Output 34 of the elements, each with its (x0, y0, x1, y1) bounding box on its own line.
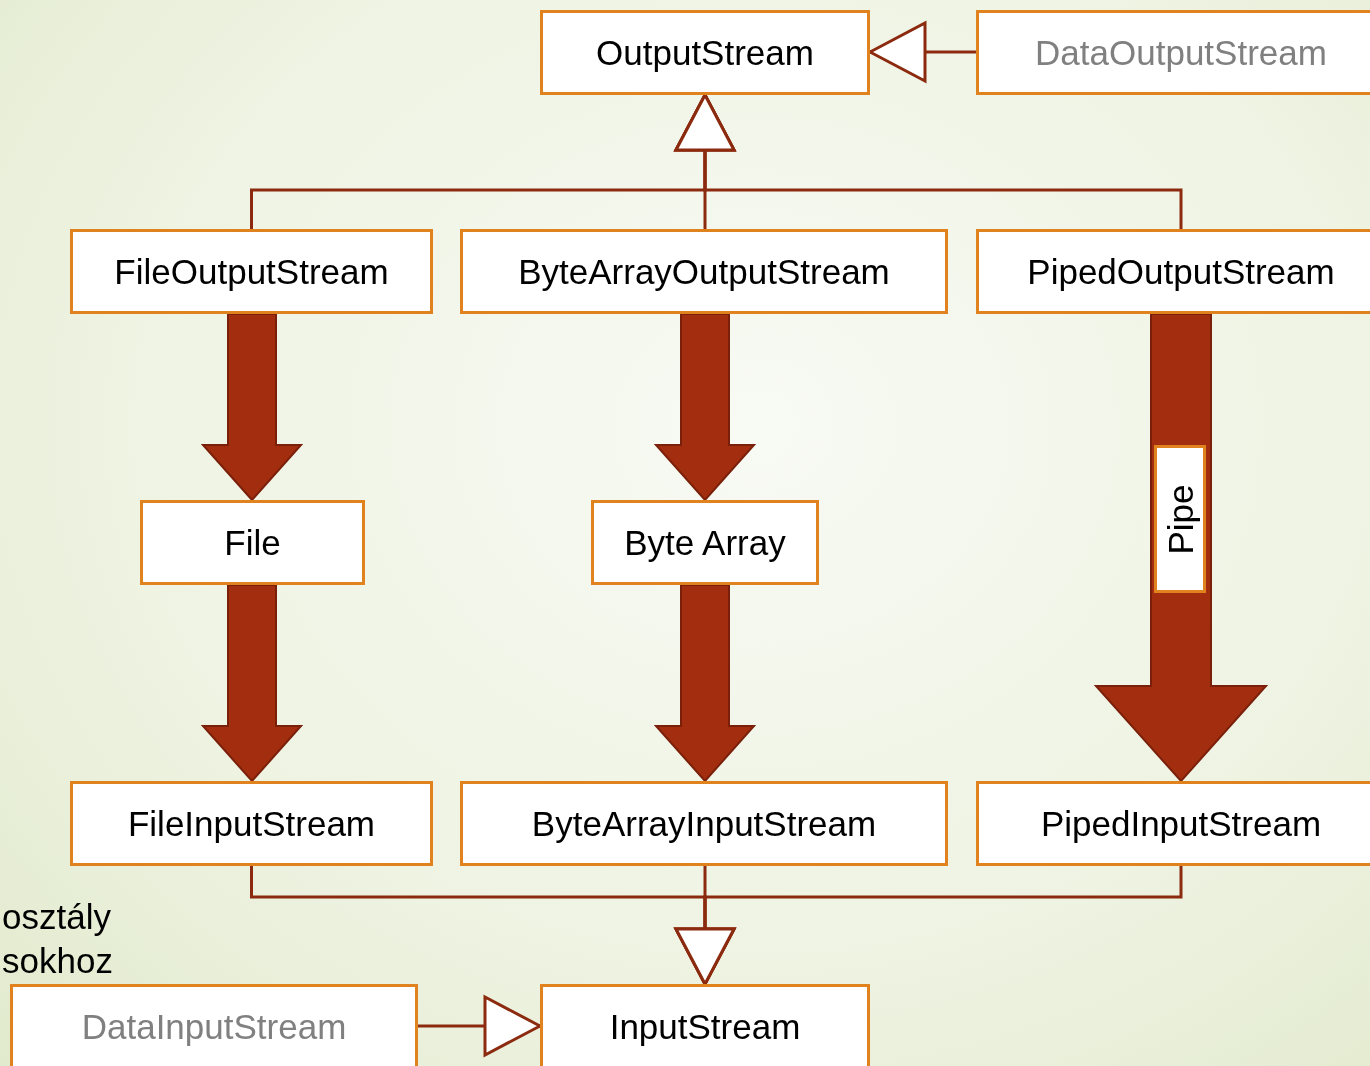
class-name: FileOutputStream (114, 254, 389, 289)
class-box (140, 500, 365, 585)
class-name: ByteArrayOutputStream (518, 254, 890, 289)
block-arrow (653, 584, 757, 783)
class-box (540, 10, 870, 95)
class-name: InputStream (609, 1009, 801, 1044)
class-box (10, 984, 418, 1066)
class-name: DataInputStream (81, 1009, 347, 1044)
inheritance-arrow (674, 866, 1183, 986)
class-name: OutputStream (596, 35, 814, 70)
class-box (976, 781, 1370, 866)
class-name: File (224, 525, 281, 560)
class-name: PipedOutputStream (1027, 254, 1335, 289)
class-name: Byte Array (624, 525, 786, 560)
class-name: PipedInputStream (1040, 806, 1322, 841)
block-arrow (653, 313, 757, 502)
inheritance-arrow (674, 93, 1183, 229)
class-name: DataOutputStream (1035, 35, 1327, 70)
class-box (591, 500, 819, 585)
block-arrow (200, 584, 304, 783)
class-box (540, 984, 870, 1066)
note-text: osztály sokhoz (2, 896, 114, 982)
block-arrow (200, 313, 304, 502)
class-box (70, 229, 433, 314)
edge-label-text: Pipe (1162, 483, 1198, 555)
class-box (70, 781, 433, 866)
inheritance-arrow (418, 995, 542, 1057)
class-name: ByteArrayInputStream (531, 806, 877, 841)
class-box (976, 229, 1370, 314)
inheritance-arrow (868, 21, 976, 83)
class-box (460, 781, 948, 866)
class-box (460, 229, 948, 314)
class-box (976, 10, 1370, 95)
class-name: FileInputStream (127, 806, 376, 841)
